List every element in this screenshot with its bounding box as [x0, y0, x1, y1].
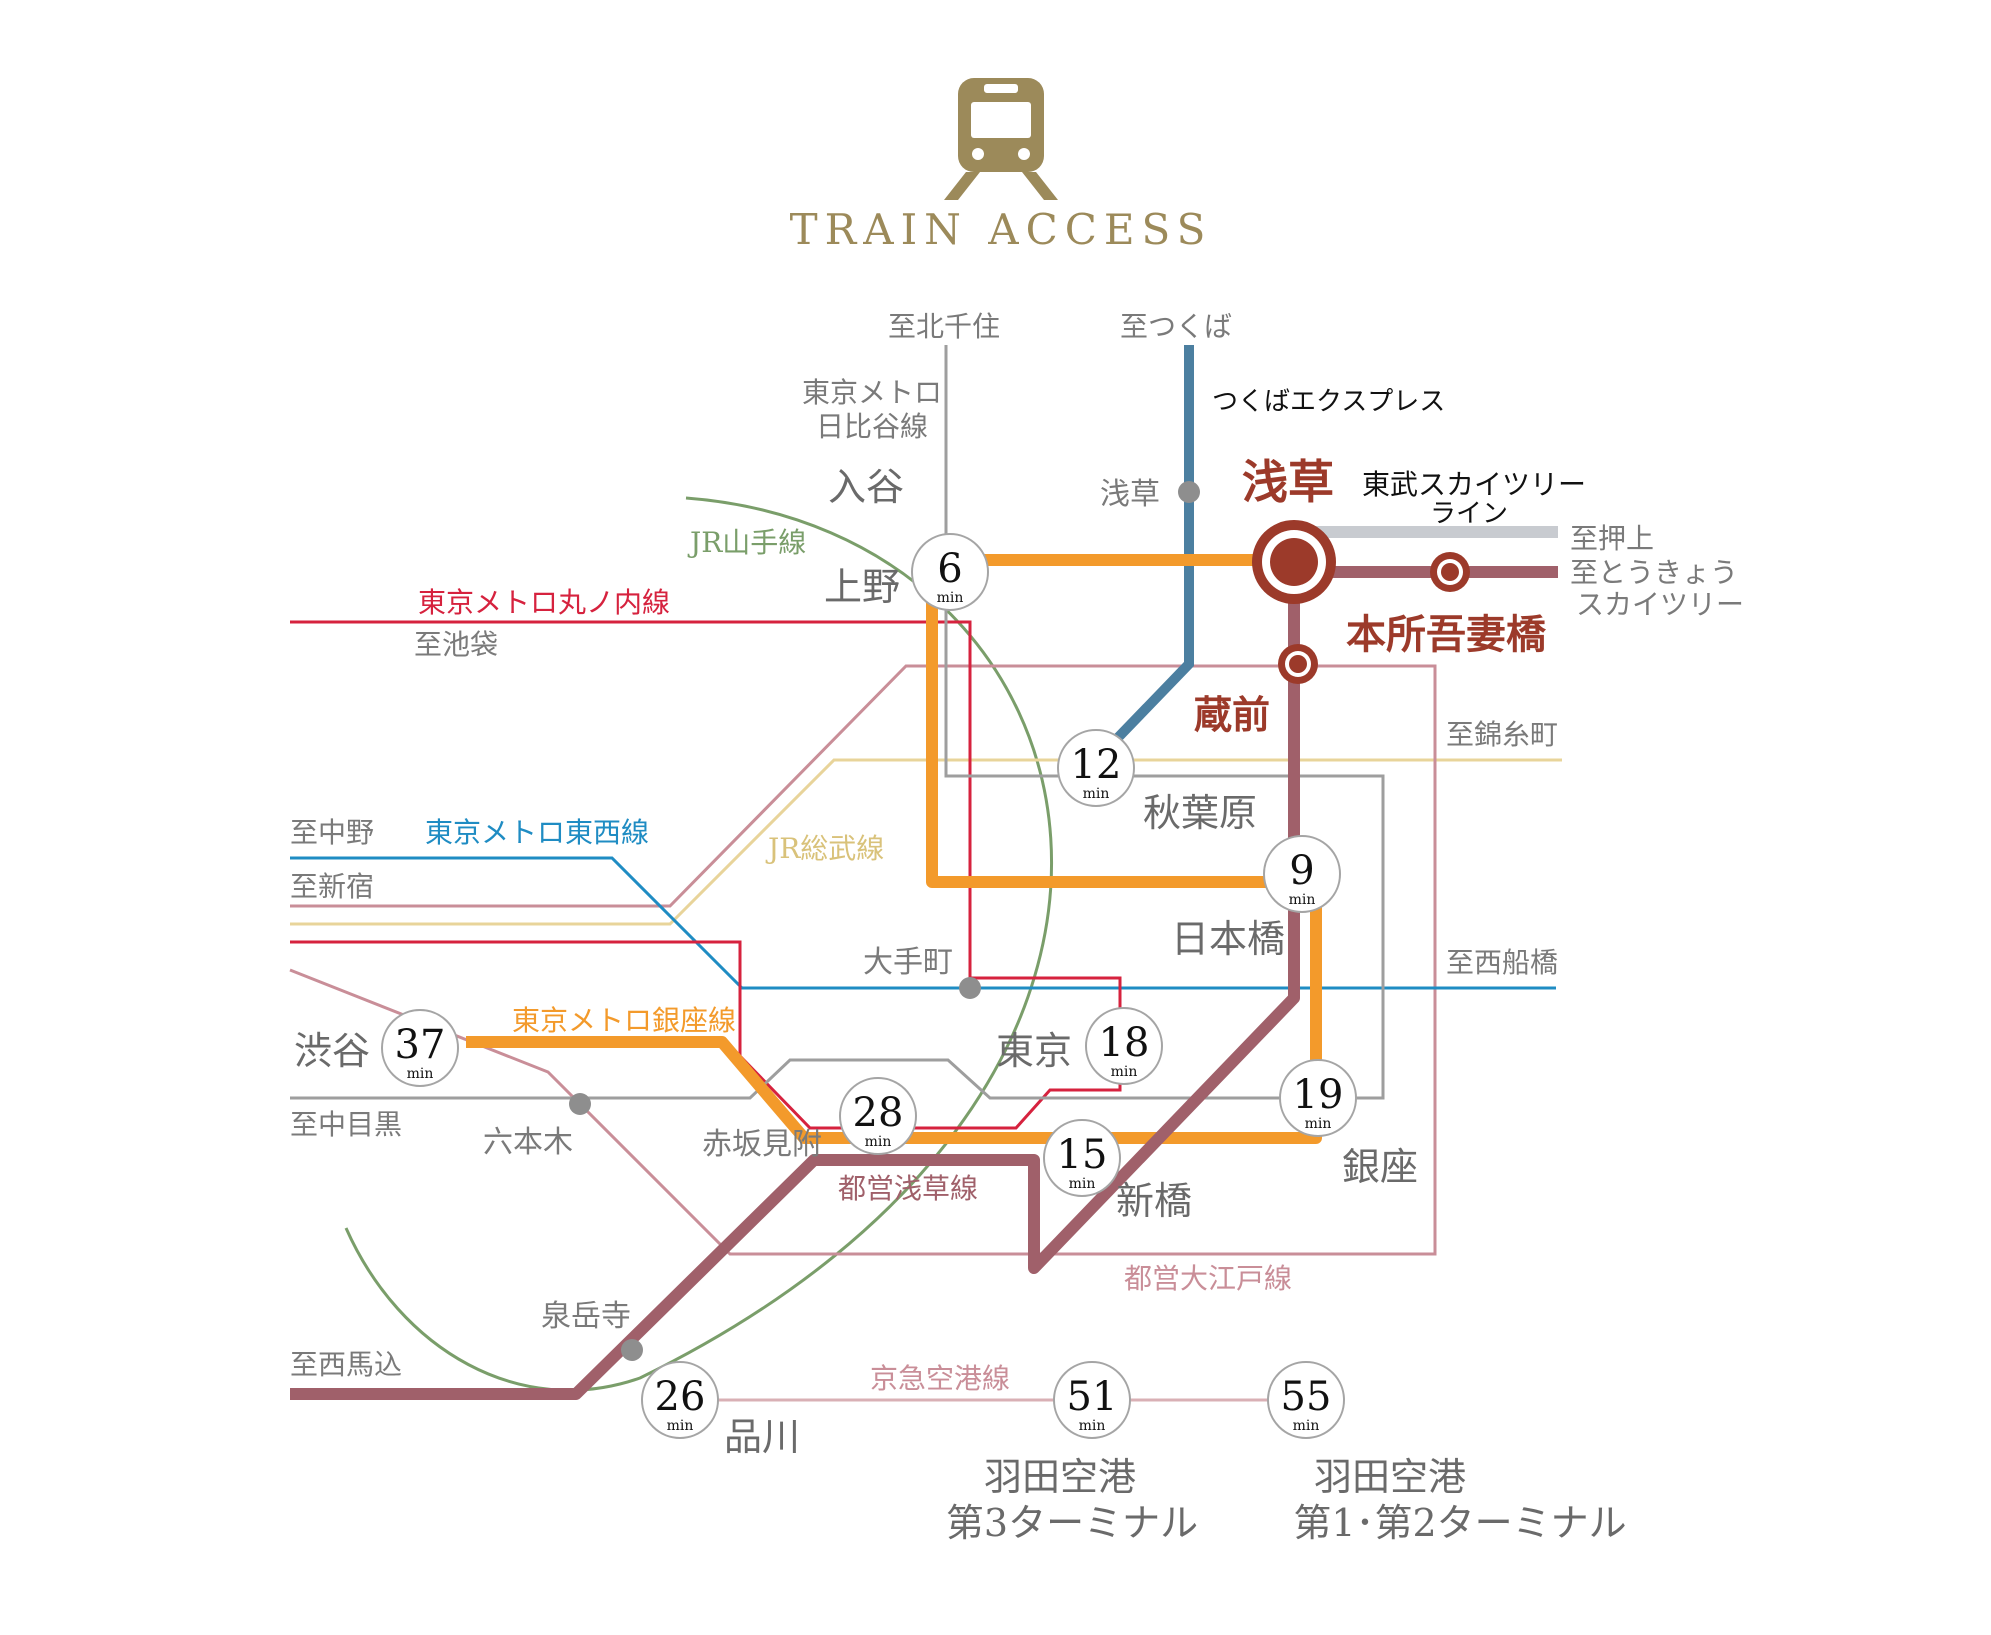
dir-nishifunabashi: 至西船橋 [1446, 946, 1558, 979]
station-asakusa-tx: 浅草 [1100, 477, 1160, 512]
station-roppongi: 六本木 [483, 1125, 573, 1160]
line-label-ginza: 東京メトロ銀座線 [512, 1004, 736, 1037]
time-badge-shinagawa: 26 min [641, 1361, 719, 1439]
station-akasaka-mitsuke: 赤坂見附 [702, 1127, 822, 1162]
kuramae-marker [1278, 644, 1318, 684]
roppongi-dot [569, 1093, 591, 1115]
time-unit: min [407, 1066, 434, 1082]
line-label-hibiya-1: 東京メトロ [802, 376, 942, 409]
dir-ikebukuro: 至池袋 [414, 628, 498, 661]
station-asakusa: 浅草 [1242, 455, 1334, 509]
time-badge-haneda-t12: 55 min [1267, 1361, 1345, 1439]
otemachi-dot [959, 977, 981, 999]
sengakuji-dot [621, 1339, 643, 1361]
time-ueno: 6 [937, 546, 962, 592]
time-unit: min [937, 590, 964, 606]
dir-tokyo-skytree-2: スカイツリー [1576, 588, 1744, 621]
line-label-keikyu: 京急空港線 [870, 1362, 1010, 1395]
time-unit: min [1293, 1418, 1320, 1434]
dir-tsukuba: 至つくば [1120, 310, 1232, 343]
dir-nishimagome: 至西馬込 [290, 1348, 402, 1381]
station-shinagawa: 品川 [724, 1415, 800, 1459]
time-shimbashi: 15 [1057, 1132, 1108, 1178]
station-shibuya: 渋谷 [294, 1029, 370, 1073]
time-badge-shimbashi: 15 min [1043, 1119, 1121, 1197]
time-badge-akihabara: 12 min [1057, 729, 1135, 807]
line-label-oedo: 都営大江戸線 [1124, 1262, 1292, 1295]
time-badge-haneda-t3: 51 min [1053, 1361, 1131, 1439]
station-iriya: 入谷 [828, 465, 904, 509]
time-nihonbashi: 9 [1289, 848, 1314, 894]
asakusa-tx-dot [1178, 481, 1200, 503]
station-tokyo: 東京 [996, 1029, 1072, 1073]
line-label-skytree-1: 東武スカイツリー [1362, 468, 1586, 501]
time-tokyo: 18 [1099, 1020, 1150, 1066]
dir-tokyo-skytree-1: 至とうきょう [1570, 556, 1738, 589]
time-haneda-t3: 51 [1067, 1374, 1118, 1420]
line-label-marunouchi: 東京メトロ丸ノ内線 [418, 586, 670, 619]
time-badge-ueno: 6 min [911, 533, 989, 611]
dir-kitasenju: 至北千住 [888, 310, 1000, 343]
station-haneda-t3-1: 羽田空港 [984, 1455, 1136, 1499]
time-badge-ginza: 19 min [1279, 1059, 1357, 1137]
time-ginza: 19 [1293, 1072, 1344, 1118]
dir-nakano: 至中野 [290, 816, 374, 849]
time-unit: min [1305, 1116, 1332, 1132]
time-akihabara: 12 [1071, 742, 1122, 788]
time-haneda-t12: 55 [1281, 1374, 1332, 1420]
dir-shinjuku: 至新宿 [290, 870, 374, 903]
station-kuramae: 蔵前 [1194, 692, 1270, 737]
station-otemachi: 大手町 [863, 945, 953, 980]
station-akihabara: 秋葉原 [1143, 791, 1257, 835]
time-badge-nihonbashi: 9 min [1263, 835, 1341, 913]
time-akasaka-mitsuke: 28 [853, 1090, 904, 1136]
station-sengakuji: 泉岳寺 [541, 1299, 631, 1334]
dir-nakameguro: 至中目黒 [290, 1108, 402, 1141]
station-honjo-azumabashi: 本所吾妻橋 [1346, 611, 1546, 658]
time-unit: min [1079, 1418, 1106, 1434]
line-label-asakusa: 都営浅草線 [838, 1172, 978, 1205]
station-haneda-t12-2: 第1･第2ターミナル [1293, 1501, 1626, 1545]
line-label-tsukuba: つくばエクスプレス [1212, 387, 1445, 417]
station-haneda-t12-1: 羽田空港 [1314, 1455, 1466, 1499]
line-label-sobu: JR総武線 [765, 832, 884, 865]
time-unit: min [1069, 1176, 1096, 1192]
station-nihonbashi: 日本橋 [1171, 917, 1285, 961]
honjo-azumabashi-marker [1430, 552, 1470, 592]
station-haneda-t3-2: 第3ターミナル [946, 1501, 1198, 1545]
time-badge-akasaka-mitsuke: 28 min [839, 1077, 917, 1155]
time-unit: min [1111, 1064, 1138, 1080]
time-unit: min [865, 1134, 892, 1150]
station-ueno: 上野 [824, 565, 900, 609]
train-icon [944, 78, 1058, 200]
time-unit: min [1083, 786, 1110, 802]
station-ginza: 銀座 [1342, 1145, 1418, 1189]
time-shinagawa: 26 [655, 1374, 706, 1420]
dir-kinshicho: 至錦糸町 [1446, 718, 1558, 751]
asakusa-marker [1252, 520, 1336, 604]
marunouchi-line [290, 620, 1122, 1130]
tsukuba-line [1102, 345, 1194, 754]
asakusa-line [290, 566, 1558, 1400]
line-label-yamanote: JR山手線 [687, 526, 806, 559]
tozai-line [290, 856, 1556, 990]
time-unit: min [667, 1418, 694, 1434]
time-shibuya: 37 [395, 1022, 446, 1068]
page-title: TRAIN ACCESS [790, 205, 1213, 254]
sobu-line [290, 758, 1562, 926]
time-unit: min [1289, 892, 1316, 908]
line-label-skytree-2: ライン [1430, 499, 1508, 529]
line-label-tozai: 東京メトロ東西線 [425, 816, 649, 849]
line-label-hibiya-2: 日比谷線 [816, 410, 928, 443]
dir-oshiage: 至押上 [1570, 522, 1654, 555]
time-badge-shibuya: 37 min [381, 1009, 459, 1087]
time-badge-tokyo: 18 min [1085, 1007, 1163, 1085]
station-shimbashi: 新橋 [1116, 1179, 1192, 1223]
